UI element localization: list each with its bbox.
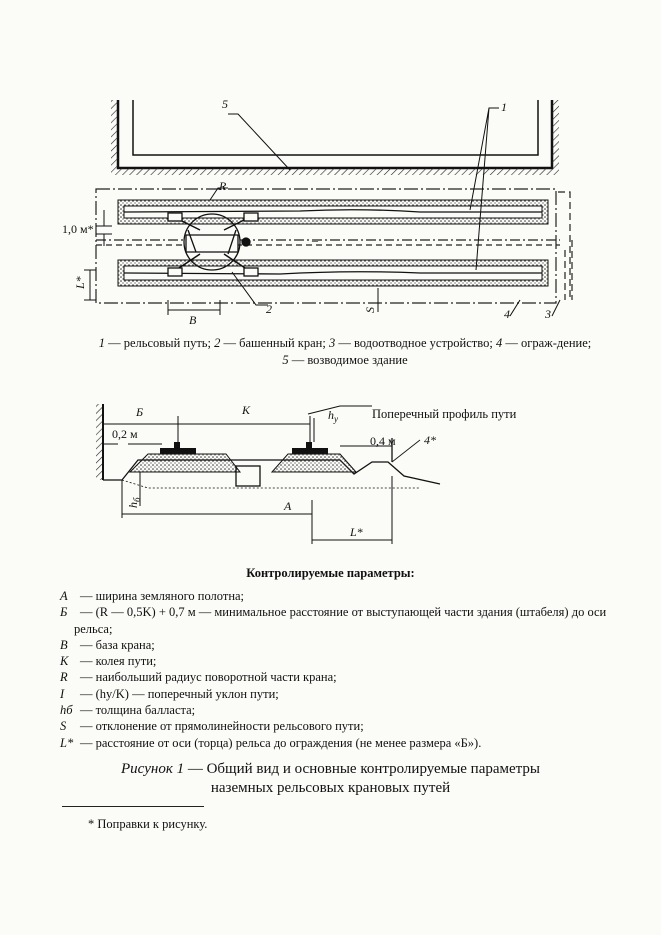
label-hy: hу: [328, 408, 338, 424]
legend-num-4: 4: [495, 336, 503, 350]
label-1m: 1,0 м*: [62, 222, 94, 236]
label-L-star: L*: [73, 276, 87, 290]
building-outline: [111, 100, 559, 175]
drainage-outline: [558, 191, 573, 300]
profile-title: Поперечный профиль пути: [372, 407, 517, 421]
plan-view-figure: 5 1 R 1,0 м* L* B 2 S 4 3 –: [62, 97, 573, 327]
label-R: R: [218, 179, 227, 193]
label-0-4m: 0,4 м: [370, 434, 396, 448]
ballast-prisms: [128, 453, 358, 473]
ground-profile: [103, 459, 441, 489]
callout-3: 3: [544, 307, 551, 321]
param-B-cyr: Б— (R — 0,5K) + 0,7 м — минимальное расс…: [60, 605, 607, 636]
label-4-star: 4*: [424, 433, 436, 447]
fence-outline: [95, 188, 557, 304]
param-L-star: L*— расстояние от оси (торца) рельса до …: [60, 735, 482, 750]
param-B: B— база крана;: [60, 637, 155, 652]
callout-4: 4: [504, 307, 510, 321]
caption-line1: — Общий вид и основные контролируемые па…: [184, 761, 540, 777]
legend-text-3: — водоотводное устройство;: [335, 336, 496, 350]
label-B: B: [189, 313, 197, 327]
dimension-lines: [84, 107, 561, 317]
rail-track-upper: [117, 199, 549, 225]
rails-section: [160, 442, 328, 454]
param-K: K— колея пути;: [60, 654, 157, 669]
drainage-box: [235, 465, 261, 487]
params-title: Контролируемые параметры:: [246, 566, 415, 580]
legend-num-1: 1: [98, 336, 105, 350]
footnote: * Поправки к рисунку.: [88, 817, 208, 831]
label-K: K: [241, 403, 251, 417]
label-S: S: [363, 307, 377, 313]
label-0-2m: 0,2 м: [112, 427, 138, 441]
tower-crane: [167, 212, 259, 277]
building-wall-section: [96, 404, 104, 480]
caption-line2: наземных рельсовых крановых путей: [210, 780, 451, 796]
callout-2: 2: [266, 302, 272, 316]
legend-text-4: — ограж-дение;: [502, 336, 592, 350]
label-B-cyr: Б: [135, 405, 143, 419]
callout-5: 5: [222, 97, 228, 111]
legend-num-3: 3: [328, 336, 336, 350]
param-R: R— наибольший радиус поворотной части кр…: [60, 670, 337, 685]
param-A: A— ширина земляного полотна;: [60, 589, 245, 603]
legend-text-5: — возводимое здание: [288, 353, 408, 367]
legend-text-2: — башенный кран;: [220, 336, 329, 350]
footnote-rule: [62, 806, 204, 807]
cross-profile-figure: Б K 0,2 м hу Поперечный профиль пути 0,4…: [96, 403, 517, 544]
callout-1: 1: [501, 100, 507, 114]
track-centre-axis: [96, 239, 560, 246]
param-S: S— отклонение от прямолинейности рельсов…: [60, 719, 364, 734]
label-hb: hб: [126, 497, 142, 508]
label-A: A: [283, 499, 292, 513]
params-list: A— ширина земляного полотна; Б— (R — 0,5…: [60, 588, 620, 751]
profile-dimensions: [104, 405, 393, 544]
legend-text-1: — рельсовый путь;: [105, 336, 215, 350]
legend-num-5: 5: [282, 353, 289, 367]
figure1-legend: 1 — рельсовый путь; 2 — башенный кран; 3…: [95, 335, 595, 369]
label-L-star-profile: L*: [349, 525, 363, 539]
fence-leader: [391, 439, 421, 463]
caption-lead: Рисунок 1: [121, 761, 185, 777]
param-I: I— (hу/K) — поперечный уклон пути;: [60, 686, 279, 701]
legend-num-2: 2: [214, 336, 221, 350]
param-hb: hб— толщина балласта;: [60, 703, 196, 718]
figure-caption: Рисунок 1 — Общий вид и основные контрол…: [0, 760, 661, 798]
axis-dash-mark: –: [311, 233, 319, 247]
